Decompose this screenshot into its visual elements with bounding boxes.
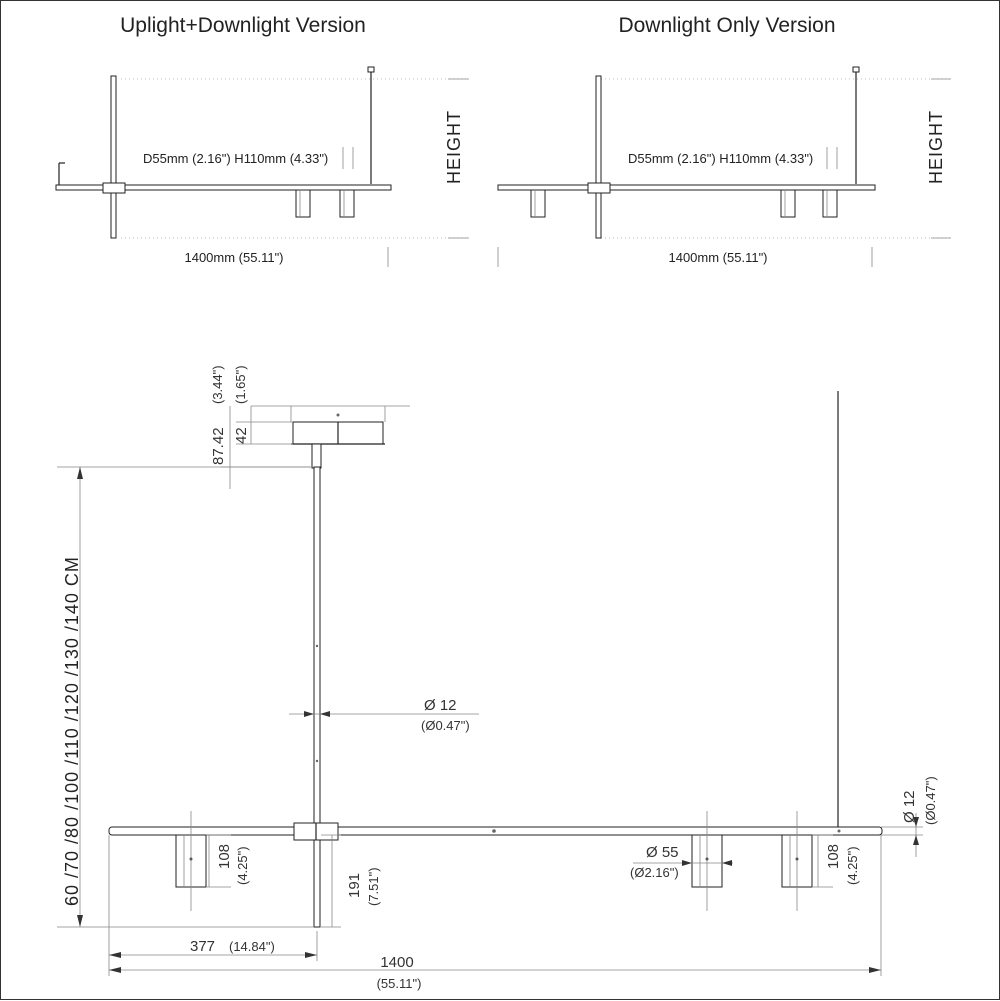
total-length-mm: 1400	[380, 954, 413, 971]
downlight-shade	[822, 189, 838, 218]
total-length-in: (55.11")	[377, 976, 422, 991]
stem-connector	[311, 443, 322, 469]
drop-height-in: (7.51")	[366, 867, 381, 906]
uplight-downlight-view: Uplight+Downlight Version D55mm (2.16") …	[55, 14, 469, 267]
bar-diameter-in: (Ø0.47")	[923, 776, 938, 825]
canopy-total-height-in: (3.44")	[210, 365, 225, 404]
ceiling-hook	[852, 66, 860, 73]
uplight-downlight-title: Uplight+Downlight Version	[120, 14, 366, 37]
downlight-shade	[530, 189, 546, 218]
detail-view: 87.42 (3.44") 42 (1.65") Ø 12 (Ø0.47") 6…	[57, 365, 938, 991]
height-label: HEIGHT	[926, 110, 946, 184]
downlight-only-view: Downlight Only Version D55mm (2.16") H11…	[497, 14, 951, 267]
downlight-only-title: Downlight Only Version	[618, 14, 835, 37]
upright-rod	[595, 75, 602, 239]
shade-dimension-label: D55mm (2.16") H110mm (4.33")	[143, 151, 328, 166]
canopy-total-height-mm: 87.42	[210, 427, 227, 465]
drop-height-mm: 191	[346, 873, 363, 898]
canopy-body-height-mm: 42	[233, 427, 250, 444]
ceiling-hook	[367, 66, 375, 73]
shade-dimension-label: D55mm (2.16") H110mm (4.33")	[628, 151, 813, 166]
height-label: HEIGHT	[444, 110, 464, 184]
downlight-shade	[339, 189, 355, 218]
height-options-label: 60 /70 /80 /100 /110 /120 /130 /140 CM	[62, 556, 82, 906]
offset-in: (14.84")	[229, 939, 275, 954]
shade-height-left-in: (4.25")	[235, 846, 250, 885]
shade-height-left-mm: 108	[216, 844, 233, 869]
light-bar	[497, 184, 876, 191]
shade-diameter-in: (Ø2.16")	[630, 865, 679, 880]
light-bar	[55, 184, 392, 191]
canopy-body-height-in: (1.65")	[233, 365, 248, 404]
downlight-shade	[780, 189, 796, 218]
stem-diameter-mm: Ø 12	[424, 697, 457, 714]
shade-height-right-mm: 108	[825, 844, 842, 869]
width-dimension-label: 1400mm (55.11")	[184, 250, 283, 265]
vertical-stem	[313, 466, 321, 928]
downlight-shade	[295, 189, 311, 218]
shade-height-right-in: (4.25")	[845, 846, 860, 885]
width-dimension-label: 1400mm (55.11")	[668, 250, 767, 265]
bar-diameter-mm: Ø 12	[901, 790, 918, 823]
junction-block	[102, 182, 126, 194]
shade-diameter-mm: Ø 55	[646, 844, 679, 861]
stem-diameter-in: (Ø0.47")	[421, 718, 470, 733]
offset-mm: 377	[190, 938, 215, 955]
upright-rod	[110, 75, 117, 239]
junction-block	[587, 182, 611, 194]
